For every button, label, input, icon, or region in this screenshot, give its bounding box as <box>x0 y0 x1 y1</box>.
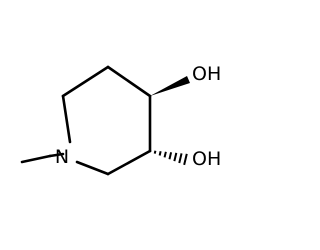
hash-segment <box>153 150 157 154</box>
bond-n1-c2 <box>61 94 72 144</box>
atom-label-nitrogen: N <box>55 146 69 168</box>
atom-label-hydroxyl-lower: OH <box>192 148 221 170</box>
hash-segment <box>173 152 178 162</box>
atom-label-hydroxyl-upper: OH <box>192 63 221 85</box>
bond-methyl-stub <box>20 154 52 164</box>
bond-c3-c4 <box>106 65 152 98</box>
hash-segment <box>158 151 162 156</box>
hashed-wedge-bond <box>153 150 188 166</box>
hash-segment <box>183 153 188 166</box>
bond-c2-c3 <box>61 65 110 98</box>
hash-segment <box>168 152 173 160</box>
bond-c6-n1 <box>75 160 110 176</box>
hash-segment <box>178 153 183 164</box>
hash-segment <box>163 151 167 158</box>
bond-n1-methyl <box>48 152 65 158</box>
bond-c5-c6 <box>106 149 152 176</box>
background <box>0 0 250 250</box>
solid-wedge-bond <box>150 76 190 96</box>
structure-diagram: N OH OH <box>0 0 250 250</box>
